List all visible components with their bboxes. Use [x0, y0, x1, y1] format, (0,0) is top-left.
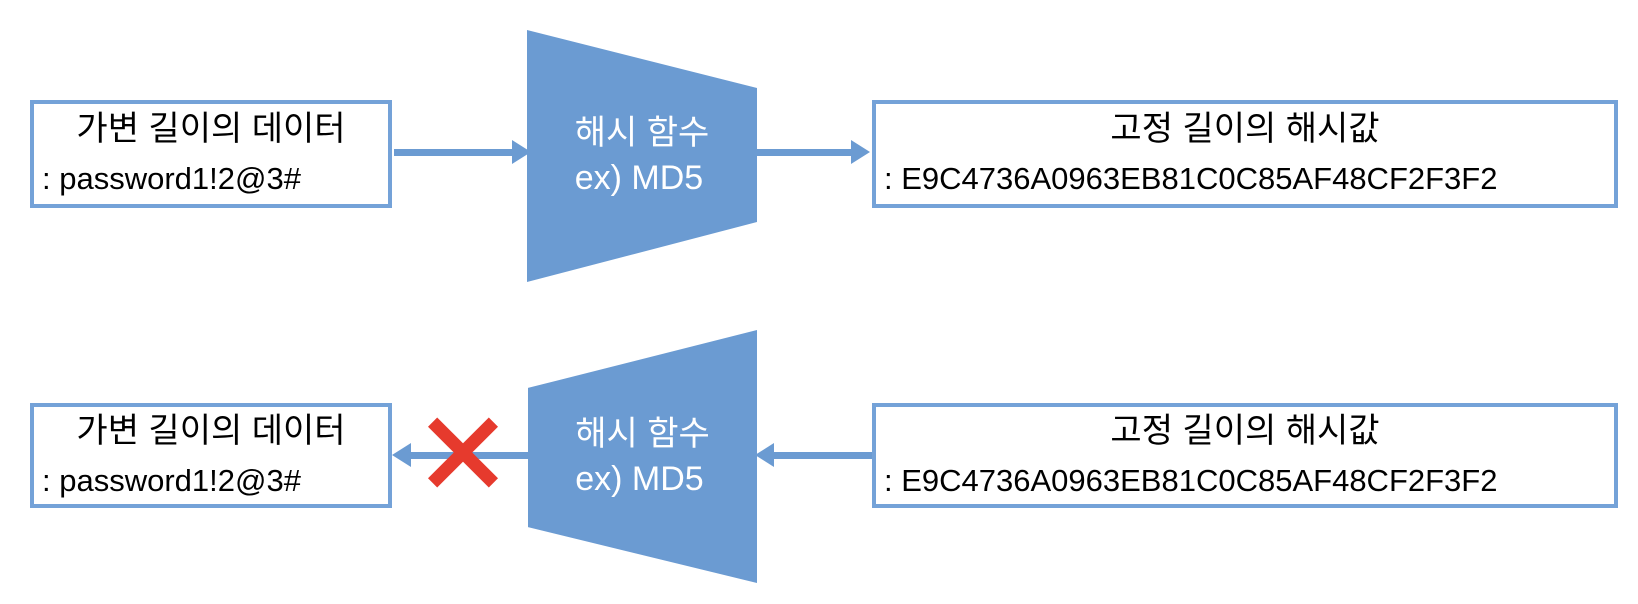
hash-function-node-bottom-label: 해시 함수 ex) MD5 — [575, 412, 710, 502]
hash-function-subtitle: ex) MD5 — [574, 159, 704, 197]
hash-function-node-bottom: 해시 함수 ex) MD5 — [528, 330, 757, 583]
hash-function-node-top: 해시 함수 ex) MD5 — [527, 30, 757, 282]
hash-value-text: : E9C4736A0963EB81C0C85AF48CF2F3F2 — [884, 161, 1498, 196]
fixed-length-hash-label: 고정 길이의 해시값 — [1110, 110, 1380, 148]
arrow-hash-to-input-head-icon — [392, 443, 411, 467]
password-value-text-bottom: : password1!2@3# — [42, 462, 301, 498]
variable-length-data-label-bottom: 가변 길이의 데이터 — [76, 411, 346, 450]
fixed-length-hash-box-bottom: 고정 길이의 해시값 : E9C4736A0963EB81C0C85AF48CF… — [872, 403, 1618, 508]
password-value-text: : password1!2@3# — [42, 161, 301, 196]
variable-length-data-box-top: 가변 길이의 데이터 : password1!2@3# — [30, 100, 392, 208]
fixed-length-hash-label-bottom: 고정 길이의 해시값 — [1110, 411, 1380, 450]
hash-function-title: 해시 함수 — [574, 114, 710, 152]
variable-length-data-box-bottom: 가변 길이의 데이터 : password1!2@3# — [30, 403, 392, 508]
variable-length-data-label: 가변 길이의 데이터 — [76, 110, 346, 148]
arrow-output-to-hash-head-icon — [755, 443, 774, 467]
blocked-x-icon — [420, 410, 506, 496]
hash-function-title-bottom: 해시 함수 — [575, 414, 710, 453]
arrow-hash-to-output-shaft — [757, 149, 853, 156]
hash-function-subtitle-bottom: ex) MD5 — [575, 459, 704, 498]
hash-value-text-bottom: : E9C4736A0963EB81C0C85AF48CF2F3F2 — [884, 462, 1498, 498]
fixed-length-hash-box-top: 고정 길이의 해시값 : E9C4736A0963EB81C0C85AF48CF… — [872, 100, 1618, 208]
hash-function-node-top-label: 해시 함수 ex) MD5 — [575, 111, 710, 201]
arrow-input-to-hash-head-icon — [512, 140, 531, 164]
arrow-input-to-hash-shaft — [394, 149, 513, 156]
arrow-output-to-hash-shaft — [774, 452, 872, 459]
arrow-hash-to-output-head-icon — [851, 140, 870, 164]
